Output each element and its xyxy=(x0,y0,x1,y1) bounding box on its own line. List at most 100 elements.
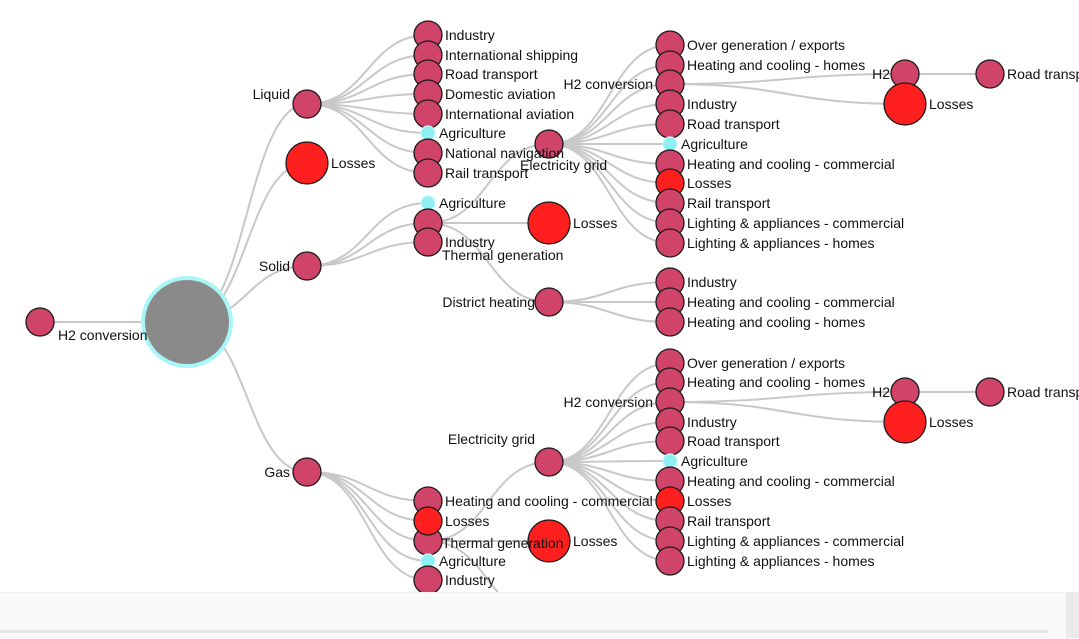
tree-link xyxy=(306,222,429,267)
tree-node[interactable] xyxy=(534,129,564,159)
losses-node[interactable] xyxy=(527,201,571,245)
losses-node[interactable] xyxy=(285,141,329,185)
tree-node[interactable] xyxy=(420,195,436,211)
node-label: Heating and cooling - homes xyxy=(687,374,865,390)
node-circle[interactable] xyxy=(420,125,436,141)
tree-node[interactable] xyxy=(662,453,678,469)
tree-node[interactable] xyxy=(413,158,443,188)
horizontal-scrollbar[interactable] xyxy=(0,630,1048,633)
tree-node[interactable] xyxy=(25,307,55,337)
node-circle[interactable] xyxy=(25,307,55,337)
node-circle[interactable] xyxy=(292,457,322,487)
node-circle[interactable] xyxy=(413,158,443,188)
node-circle[interactable] xyxy=(655,228,685,258)
node-label: Losses xyxy=(331,155,375,171)
node-circle[interactable] xyxy=(285,141,329,185)
node-label: Heating and cooling - homes xyxy=(687,57,865,73)
tree-link xyxy=(548,301,671,323)
tree-link xyxy=(306,103,429,154)
node-label: Agriculture xyxy=(439,125,506,141)
tree-node[interactable] xyxy=(655,546,685,576)
node-circle[interactable] xyxy=(413,506,443,536)
node-label: H2 conversion xyxy=(58,327,148,343)
node-circle[interactable] xyxy=(527,201,571,245)
tree-link xyxy=(306,202,429,267)
node-label: Lighting & appliances - commercial xyxy=(687,215,904,231)
tree-node[interactable] xyxy=(420,125,436,141)
tree-link xyxy=(306,54,429,105)
node-circle[interactable] xyxy=(662,453,678,469)
tree-node[interactable] xyxy=(534,447,564,477)
tree-node[interactable] xyxy=(292,89,322,119)
tree-node[interactable] xyxy=(413,227,443,257)
losses-node[interactable] xyxy=(883,400,927,444)
tree-node[interactable] xyxy=(662,136,678,152)
tree-node[interactable] xyxy=(655,228,685,258)
tree-node[interactable] xyxy=(292,457,322,487)
node-label: Rail transport xyxy=(687,195,770,211)
node-label: International shipping xyxy=(445,47,578,63)
node-label: National navigation xyxy=(445,145,564,161)
node-label: Losses xyxy=(573,215,617,231)
node-label: Losses xyxy=(687,493,731,509)
node-label: Lighting & appliances - homes xyxy=(687,553,875,569)
tree-node[interactable] xyxy=(292,251,322,281)
node-circle[interactable] xyxy=(534,447,564,477)
node-circle[interactable] xyxy=(145,280,229,364)
tree-node[interactable] xyxy=(413,99,443,129)
node-circle[interactable] xyxy=(655,109,685,139)
node-circle[interactable] xyxy=(883,82,927,126)
node-circle[interactable] xyxy=(413,99,443,129)
node-label: Heating and cooling - commercial xyxy=(445,493,653,509)
vertical-scrollbar[interactable] xyxy=(1066,592,1079,638)
node-label: Road transport xyxy=(687,433,780,449)
root-node[interactable] xyxy=(141,276,233,368)
node-label: Road transport xyxy=(687,116,780,132)
node-label: Losses xyxy=(929,96,973,112)
node-circle[interactable] xyxy=(662,136,678,152)
node-label: Agriculture xyxy=(439,553,506,569)
node-label: Thermal generation xyxy=(442,247,563,263)
node-label: H2 xyxy=(872,384,890,400)
tree-link xyxy=(427,540,499,592)
node-circle[interactable] xyxy=(413,565,443,592)
node-label: H2 xyxy=(872,66,890,82)
node-circle[interactable] xyxy=(292,89,322,119)
node-circle[interactable] xyxy=(975,59,1005,89)
node-circle[interactable] xyxy=(292,251,322,281)
losses-node[interactable] xyxy=(527,519,571,563)
node-circle[interactable] xyxy=(413,227,443,257)
tree-node[interactable] xyxy=(655,426,685,456)
node-circle[interactable] xyxy=(883,400,927,444)
node-circle[interactable] xyxy=(527,519,571,563)
node-label: Liquid xyxy=(253,86,290,102)
node-circle[interactable] xyxy=(975,377,1005,407)
tree-node[interactable] xyxy=(655,307,685,337)
node-label: Agriculture xyxy=(439,195,506,211)
node-label: Road transport xyxy=(1007,384,1079,400)
node-label: International aviation xyxy=(445,106,574,122)
tree-node[interactable] xyxy=(534,287,564,317)
tree-node[interactable] xyxy=(975,59,1005,89)
node-label: Agriculture xyxy=(681,136,748,152)
node-label: H2 conversion xyxy=(564,76,654,92)
node-circle[interactable] xyxy=(534,287,564,317)
tree-link xyxy=(548,461,671,562)
tree-node[interactable] xyxy=(975,377,1005,407)
node-circle[interactable] xyxy=(420,195,436,211)
tree-node[interactable] xyxy=(655,109,685,139)
node-label: District heating xyxy=(442,294,535,310)
tree-link xyxy=(306,471,429,562)
node-label: Road transport xyxy=(445,66,538,82)
node-circle[interactable] xyxy=(534,129,564,159)
losses-node[interactable] xyxy=(883,82,927,126)
tree-link xyxy=(669,73,906,85)
losses-node[interactable] xyxy=(413,506,443,536)
node-label: Electricity grid xyxy=(520,157,607,173)
node-circle[interactable] xyxy=(655,426,685,456)
tree-link xyxy=(427,461,550,542)
node-circle[interactable] xyxy=(655,546,685,576)
node-label: Industry xyxy=(445,572,495,588)
tree-node[interactable] xyxy=(413,565,443,592)
node-circle[interactable] xyxy=(655,307,685,337)
